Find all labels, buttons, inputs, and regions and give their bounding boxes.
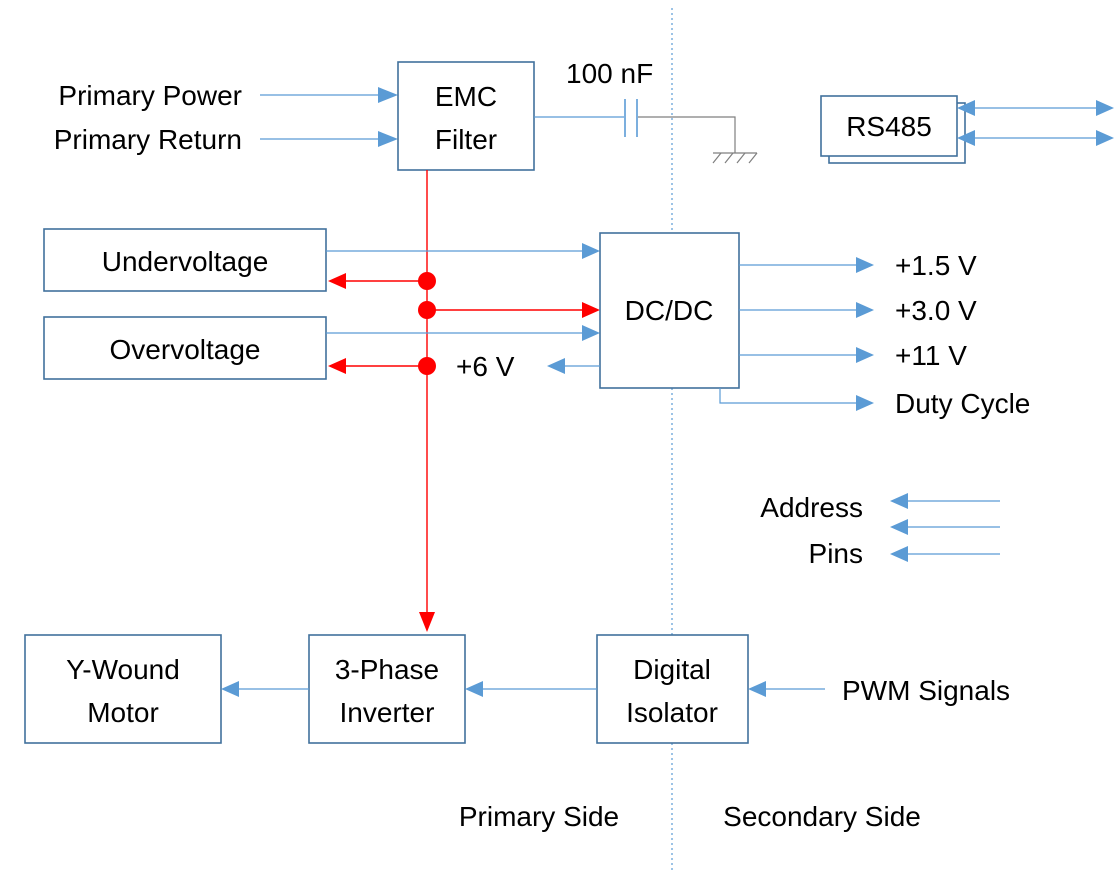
plus1-5v-arrowhead [856, 257, 874, 273]
plus6v-label: +6 V [456, 351, 515, 382]
plus6v-arrowhead [547, 358, 565, 374]
y-wound-motor-label-line2: Motor [87, 697, 159, 728]
three-phase-inverter-label-line1: 3-Phase [335, 654, 439, 685]
digital-isolator-label-line2: Isolator [626, 697, 718, 728]
y-wound-motor-box [24, 634, 222, 744]
dcdc-box [599, 232, 740, 389]
power-to-dcdc-arrowhead [582, 302, 600, 318]
rs485-bus-1-arrowhead-right [1096, 100, 1114, 116]
primary-side-label: Primary Side [459, 801, 619, 832]
address-pin-arrowhead-2 [890, 519, 908, 535]
overvoltage-to-dcdc-arrowhead [582, 325, 600, 341]
emc-filter-block: EMC Filter [397, 61, 535, 171]
undervoltage-box [43, 228, 327, 292]
primary-power-arrowhead [378, 87, 398, 103]
overvoltage-block: Overvoltage [43, 316, 327, 380]
plus3-0v-label: +3.0 V [895, 295, 977, 326]
pwm-signals-label: PWM Signals [842, 675, 1010, 706]
duty-cycle-label: Duty Cycle [895, 388, 1030, 419]
address-label: Address [760, 492, 863, 523]
emc-filter-label-line1: EMC [435, 81, 497, 112]
rs485-label: RS485 [846, 111, 932, 142]
emc-filter-label-line2: Filter [435, 124, 497, 155]
three-phase-inverter-label-line2: Inverter [340, 697, 435, 728]
dcdc-label: DC/DC [625, 295, 714, 326]
three-phase-inverter-block: 3-Phase Inverter [308, 634, 466, 744]
inverter-to-motor-arrowhead [221, 681, 239, 697]
primary-return-arrowhead [378, 131, 398, 147]
pwm-to-isolator-arrowhead [748, 681, 766, 697]
capacitor-label: 100 nF [566, 58, 653, 89]
capacitor-wire-right [638, 116, 736, 153]
dcdc-junction-dot [418, 301, 436, 319]
y-wound-motor-block: Y-Wound Motor [24, 634, 222, 744]
undervoltage-power-arrowhead [328, 273, 346, 289]
digital-isolator-label-line1: Digital [633, 654, 711, 685]
digital-isolator-box [596, 634, 749, 744]
address-pin-arrowhead-1 [890, 493, 908, 509]
emc-filter-box [397, 61, 535, 171]
undervoltage-block: Undervoltage [43, 228, 327, 292]
pins-label: Pins [809, 538, 863, 569]
plus3-0v-arrowhead [856, 302, 874, 318]
dcdc-block: DC/DC [599, 232, 740, 389]
address-pin-arrowhead-3 [890, 546, 908, 562]
rs485-bus-2-arrowhead-right [1096, 130, 1114, 146]
primary-power-label: Primary Power [58, 80, 242, 111]
digital-isolator-block: Digital Isolator [596, 634, 749, 744]
plus11v-label: +11 V [895, 340, 967, 371]
ground-icon [712, 152, 758, 164]
undervoltage-to-dcdc-arrowhead [582, 243, 600, 259]
rs485-box [820, 95, 958, 157]
y-wound-motor-label-line1: Y-Wound [66, 654, 180, 685]
three-phase-inverter-box [308, 634, 466, 744]
undervoltage-junction-dot [418, 272, 436, 290]
plus11v-arrowhead [856, 347, 874, 363]
isolator-to-inverter-arrowhead [465, 681, 483, 697]
primary-return-label: Primary Return [54, 124, 242, 155]
plus1-5v-label: +1.5 V [895, 250, 977, 281]
overvoltage-junction-dot [418, 357, 436, 375]
overvoltage-power-arrowhead [328, 358, 346, 374]
rs485-bus-1-arrowhead-left [957, 100, 975, 116]
secondary-side-label: Secondary Side [723, 801, 921, 832]
rs485-bus-2-arrowhead-left [957, 130, 975, 146]
rs485-block: RS485 [820, 95, 966, 164]
overvoltage-box [43, 316, 327, 380]
power-rail-arrowhead-down [419, 612, 435, 632]
overvoltage-label: Overvoltage [110, 334, 261, 365]
undervoltage-label: Undervoltage [102, 246, 269, 277]
duty-cycle-arrowhead [856, 395, 874, 411]
duty-cycle-wire [719, 388, 856, 404]
